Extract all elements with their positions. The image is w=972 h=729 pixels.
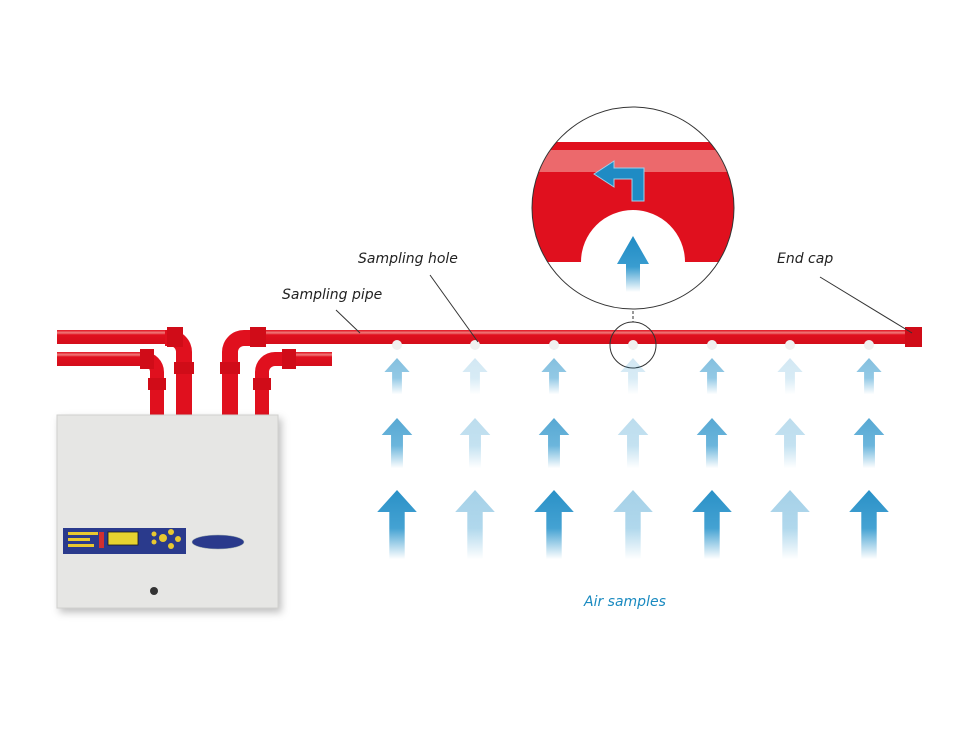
sampling-hole — [707, 340, 717, 350]
airflow-direction-arrow-icon — [593, 160, 645, 202]
air-flow-arrow-icon — [534, 490, 574, 560]
air-flow-arrow-icon — [770, 490, 810, 560]
air-flow-arrow-icon — [777, 358, 803, 395]
air-flow-arrow-icon — [856, 358, 882, 395]
air-flow-arrow-icon — [696, 418, 728, 469]
air-flow-arrow-icon — [384, 358, 410, 395]
air-flow-arrow-icon — [613, 490, 653, 560]
end-cap — [905, 327, 922, 347]
air-flow-arrow-icon — [620, 358, 646, 395]
air-samples-label: Air samples — [584, 594, 666, 610]
air-flow-arrow-icon — [381, 418, 413, 469]
air-sample-arrows — [377, 358, 889, 560]
brand-logo — [191, 534, 245, 550]
sampling-hole — [392, 340, 402, 350]
sampling-hole-label: Sampling hole — [358, 251, 458, 267]
magnifier-circle — [531, 106, 735, 310]
sampling-holes — [392, 340, 874, 350]
air-flow-arrow-icon — [849, 490, 889, 560]
end-cap-leader — [819, 276, 913, 334]
sampling-hole — [470, 340, 480, 350]
end-cap-label: End cap — [777, 251, 834, 267]
air-flow-arrow-icon — [617, 236, 649, 292]
sampling-pipe — [57, 327, 915, 415]
air-flow-arrow-icon — [699, 358, 725, 395]
sampling-hole — [785, 340, 795, 350]
lcd-display — [107, 531, 139, 546]
air-flow-arrow-icon — [692, 490, 732, 560]
air-flow-arrow-icon — [459, 418, 491, 469]
sampling-hole-leader — [429, 274, 479, 343]
sampling-hole — [864, 340, 874, 350]
sampling-pipe-leader — [335, 309, 361, 334]
air-flow-arrow-icon — [774, 418, 806, 469]
sampling-pipe-label: Sampling pipe — [282, 287, 383, 303]
key-lock — [150, 587, 158, 595]
air-flow-arrow-icon — [455, 490, 495, 560]
sampling-hole — [628, 340, 638, 350]
air-flow-arrow-icon — [853, 418, 885, 469]
air-flow-arrow-icon — [617, 418, 649, 469]
detector-unit — [56, 414, 279, 609]
air-flow-arrow-icon — [462, 358, 488, 395]
air-flow-arrow-icon — [538, 418, 570, 469]
air-flow-arrow-icon — [541, 358, 567, 395]
sampling-hole — [549, 340, 559, 350]
air-flow-arrow-icon — [377, 490, 417, 560]
